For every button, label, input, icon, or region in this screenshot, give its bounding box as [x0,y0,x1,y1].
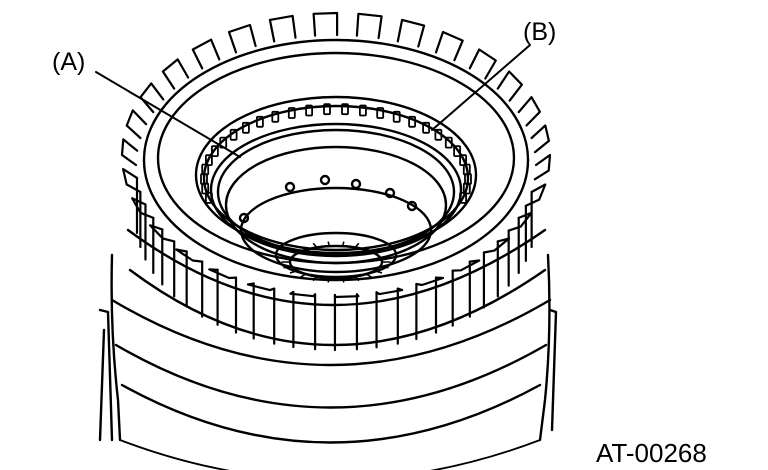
callout-a: (A) [52,48,86,76]
bearing-slot [341,103,349,116]
spline-tooth [268,14,297,43]
bearing-slot [287,107,296,119]
bearing-slot [422,121,431,134]
spline-tooth [468,48,497,80]
spline-tooth [227,23,257,54]
spline-tooth [312,11,339,37]
spline-tooth [131,197,155,219]
spline-tooth [517,96,541,127]
spline-tooth [191,38,221,70]
spline-ridge [289,269,299,274]
leader-line-b [431,44,531,131]
spline-ridge [379,255,389,259]
spline-tooth [396,18,426,48]
bearing-slot [358,104,367,117]
spline-tooth [122,168,142,194]
bearing-slot [444,136,453,149]
spline-ridge [327,277,331,283]
spline-tooth [208,268,238,280]
bearing-slot [408,115,417,128]
bearing-slot [392,110,401,123]
spline-tooth [161,58,190,90]
spline-ridge [312,275,318,281]
spline-tooth [355,12,383,40]
spline-ridge [299,246,307,251]
spline-tooth [434,30,464,62]
spline-ridge [341,241,345,247]
spline-tooth [125,109,148,140]
callout-b: (B) [523,18,557,46]
spline-tooth [333,293,360,299]
spline-ridge [299,273,307,278]
inner-bore [156,51,516,265]
spline-teeth [120,11,552,352]
spline-ridge [354,243,360,249]
spline-ridge [365,273,373,278]
bearing-slots [200,103,472,204]
spline-ridge [373,250,383,255]
spline-ridge [283,265,293,269]
figure-id: AT-00268 [596,438,707,468]
bearing-slot [204,154,213,167]
spline-tooth [246,282,276,292]
spline-ridge [365,246,373,251]
spline-tooth [120,138,139,167]
bearing-slot [376,107,385,119]
bearing-slot [271,110,280,123]
spline-ridge [373,269,383,274]
drum-body [98,253,558,470]
spline-tooth [375,287,404,296]
spline-ridge [341,277,345,283]
spline-ridge [327,241,331,247]
bearing-slot [201,182,210,195]
spline-tooth [451,259,481,272]
leader-line-a [95,71,241,158]
spline-tooth [507,211,533,232]
bearing-slot [210,145,219,158]
spline-ridge [379,265,389,269]
spline-tooth [415,276,445,287]
spline-tooth [530,124,550,154]
bearing-slot [229,128,238,141]
spline-ridge [354,275,360,281]
bearing-slot [323,103,331,116]
spline-tooth [139,82,165,114]
hub-spline [281,241,391,283]
bearing-slot [241,121,250,134]
bearing-slot [459,191,468,204]
spline-ridge [283,255,293,259]
bearing-slot [305,104,314,117]
spline-tooth [496,70,523,102]
spline-ridge [289,250,299,255]
spline-tooth [482,237,511,254]
bearing-slot [453,145,462,158]
spline-tooth [149,224,176,243]
bearing-slot [255,115,264,128]
spline-tooth [175,248,204,263]
spline-tooth [524,183,547,207]
spline-ridge [312,243,318,249]
outer-collar [126,38,547,347]
bearing-slot [434,128,443,141]
spline-tooth [533,153,552,181]
